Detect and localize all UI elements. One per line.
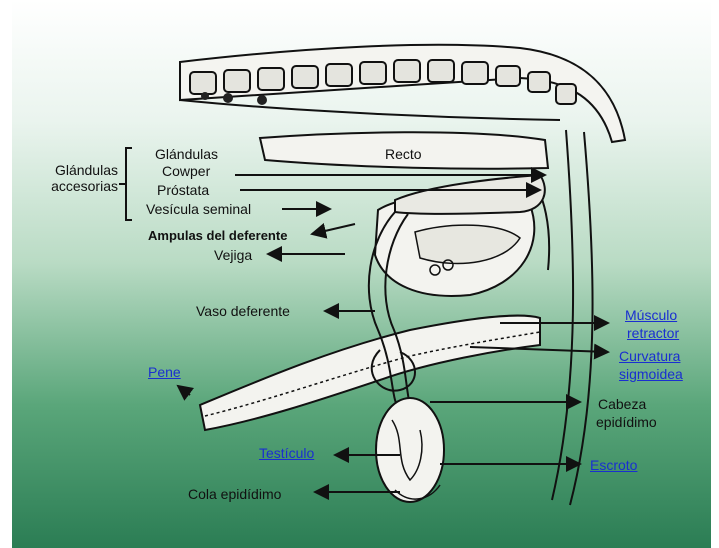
link-testiculo[interactable]: Testículo [259,445,314,461]
link-escroto[interactable]: Escroto [590,457,637,473]
label-vesicula-seminal: Vesícula seminal [146,201,251,217]
testis-shape [376,398,444,502]
spine-vertebrae [180,45,625,142]
accessory-bracket [119,148,132,220]
link-sigmoidea[interactable]: sigmoidea [619,366,683,382]
label-glandulas-accesorias: Glándulas accesorias [30,162,118,194]
penis-body [200,316,540,430]
label-prostata: Próstata [157,182,209,198]
label-cola-epididimo: Cola epidídimo [188,486,281,502]
label-cabeza: Cabeza [598,396,646,412]
label-vejiga: Vejiga [214,247,252,263]
link-retractor[interactable]: retractor [627,325,679,341]
label-cowper: Cowper [162,163,210,179]
label-epididimo: epidídimo [596,414,657,430]
link-pene[interactable]: Pene [148,364,181,380]
accessory-glands [395,175,545,214]
label-vaso-deferente: Vaso deferente [196,303,290,319]
label-recto: Recto [385,146,422,162]
link-curvatura[interactable]: Curvatura [619,348,680,364]
label-ampulas: Ampulas del deferente [148,228,287,244]
label-glandulas: Glándulas [155,146,218,162]
link-musculo[interactable]: Músculo [625,307,677,323]
